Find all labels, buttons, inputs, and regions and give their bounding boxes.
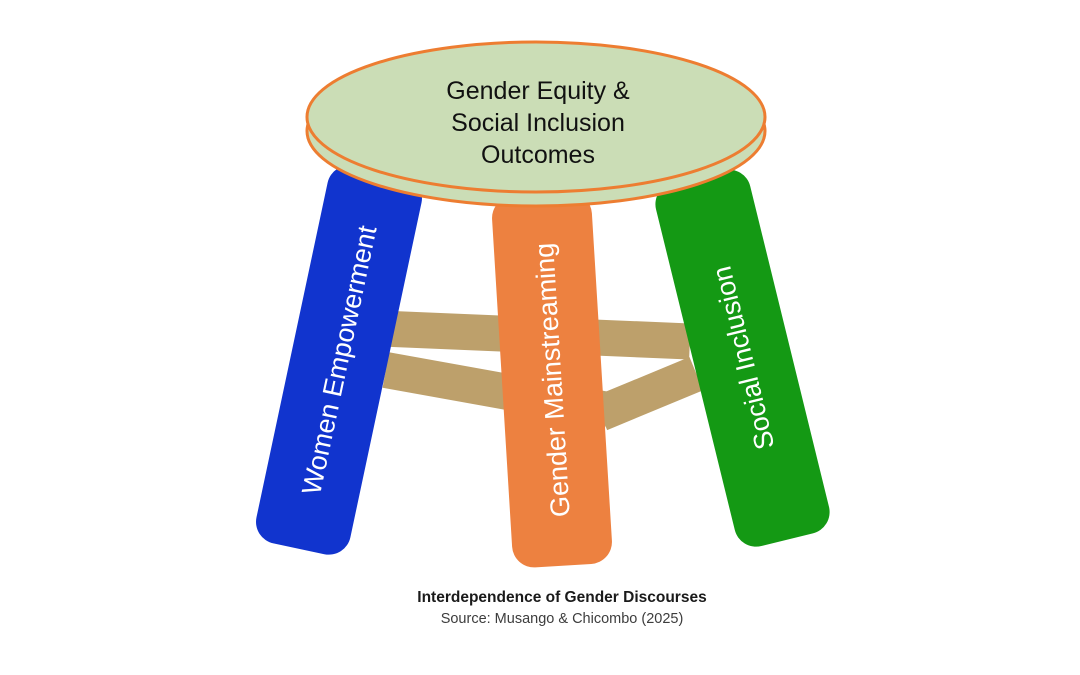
caption-source: Source: Musango & Chicombo (2025)	[441, 611, 684, 627]
leg-social-inclusion: Social Inclusion	[655, 169, 830, 547]
leg-gender-mainstreaming: Gender Mainstreaming	[492, 192, 612, 568]
seat-group: Gender Equity & Social Inclusion Outcome…	[305, 40, 767, 208]
leg-women-empowerment: Women Empowerment	[256, 165, 422, 555]
seat-top-ellipse	[305, 40, 767, 194]
leg-women-empowerment-bar	[256, 165, 422, 555]
crossbar-lower-right	[593, 357, 704, 431]
leg-social-inclusion-bar	[655, 169, 830, 547]
caption-title: Interdependence of Gender Discourses	[417, 589, 706, 606]
seat-label-line3: Outcomes	[481, 141, 595, 169]
leg-gender-mainstreaming-bar	[492, 192, 612, 568]
seat-label-line2: Social Inclusion	[451, 109, 625, 137]
caption-group: Interdependence of Gender Discourses Sou…	[417, 589, 706, 627]
seat-label-line1: Gender Equity &	[446, 77, 630, 105]
